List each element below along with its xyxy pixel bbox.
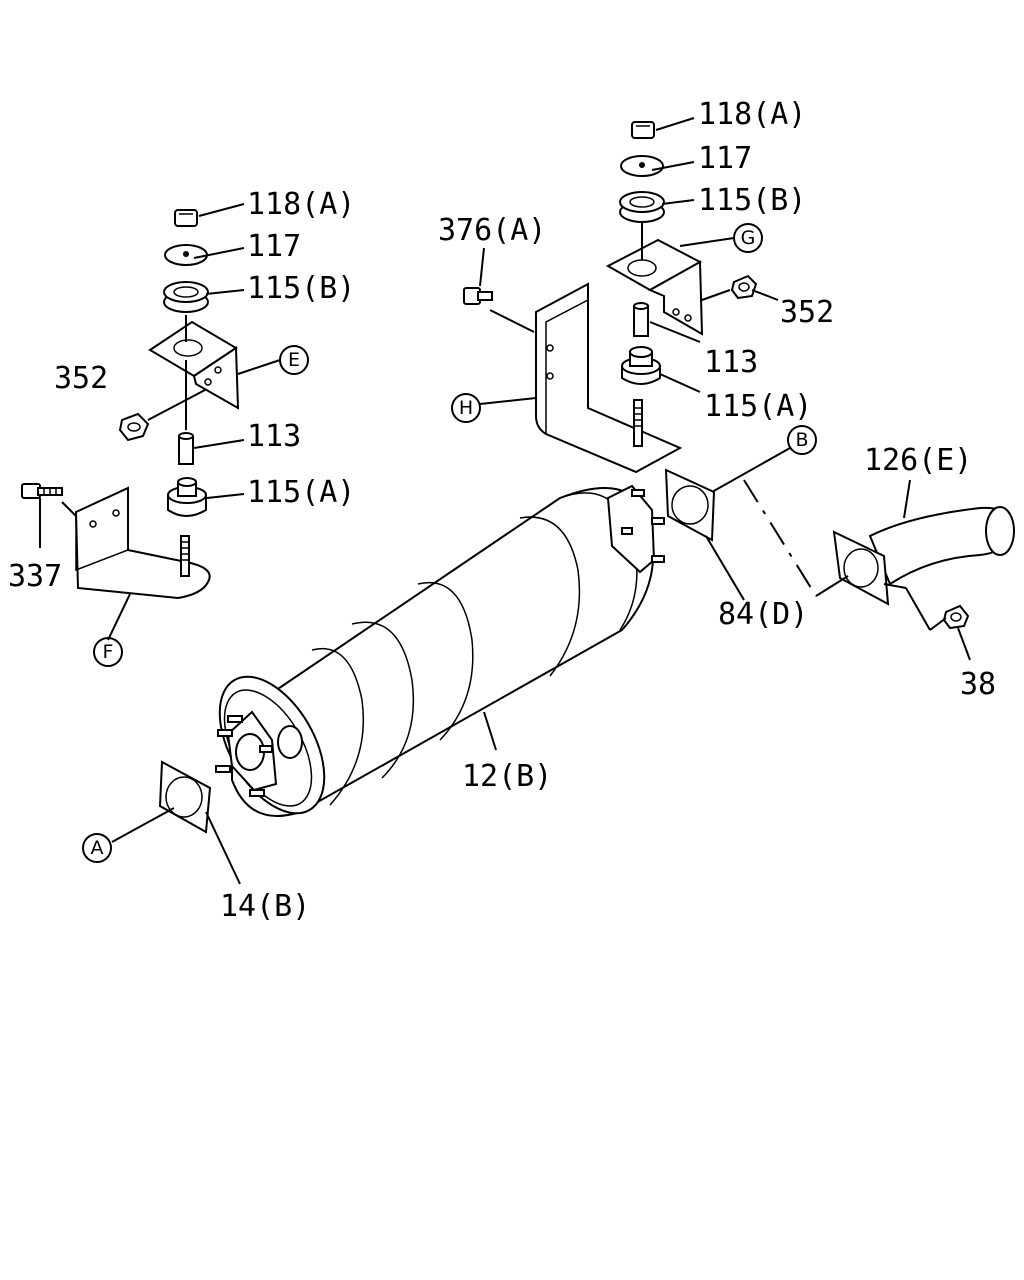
label-118a-right: 118(A)	[698, 97, 806, 132]
label-352-right: 352	[780, 295, 834, 330]
gasket-14b	[158, 760, 212, 834]
label-115b-right: 115(B)	[698, 183, 806, 218]
ref-circle-e: E	[279, 345, 309, 375]
tailpipe-126e	[832, 506, 1015, 606]
svg-text:H: H	[459, 397, 473, 419]
label-84d: 84(D)	[718, 597, 808, 632]
label-115b-left: 115(B)	[247, 271, 355, 306]
bracket-h	[535, 282, 683, 474]
label-337: 337	[8, 559, 62, 594]
label-115a-right: 115(A)	[704, 389, 812, 424]
ref-circle-g: G	[733, 223, 763, 253]
bolt-376a	[463, 287, 493, 305]
nut-118a-right	[631, 121, 655, 139]
left-mount-assembly	[21, 209, 240, 600]
label-38: 38	[960, 667, 996, 702]
label-126e: 126(E)	[864, 443, 972, 478]
ref-circle-b: B	[787, 425, 817, 455]
part-labels: 118(A) 117 115(B) 352 113 115(A) 337 376…	[8, 97, 996, 924]
bracket-f	[74, 486, 211, 600]
svg-text:F: F	[103, 641, 114, 663]
svg-text:E: E	[288, 349, 300, 371]
leader-lines	[107, 117, 971, 885]
rubber-115a-right	[621, 346, 661, 385]
nut-352-right	[730, 274, 758, 300]
rubber-115b-right	[619, 191, 665, 223]
label-115a-left: 115(A)	[247, 475, 355, 510]
ref-circle-h: H	[451, 393, 481, 423]
label-376a: 376(A)	[438, 213, 546, 248]
nut-38	[942, 604, 970, 630]
label-352-left: 352	[54, 361, 108, 396]
label-14b: 14(B)	[220, 889, 310, 924]
ref-circle-a: A	[82, 833, 112, 863]
spacer-113-right	[633, 302, 649, 337]
spacer-113-left	[178, 432, 194, 465]
svg-text:B: B	[795, 429, 808, 451]
svg-text:G: G	[741, 227, 756, 249]
studs-inlet	[621, 489, 665, 563]
rubber-115a-left	[167, 477, 207, 517]
studs-outlet	[215, 715, 273, 797]
nut-118a-left	[174, 209, 198, 227]
muffler-12b	[215, 484, 665, 817]
svg-text:A: A	[91, 837, 104, 859]
label-118a-left: 118(A)	[247, 187, 355, 222]
right-mount-assembly	[463, 121, 758, 474]
reference-circles: E F G H A B	[82, 223, 817, 863]
bracket-g	[605, 238, 704, 336]
label-113-left: 113	[247, 419, 301, 454]
label-12b: 12(B)	[462, 759, 552, 794]
gasket-84d	[664, 468, 716, 542]
bolt-337	[21, 483, 63, 499]
label-117-right: 117	[698, 141, 752, 176]
bracket-e	[148, 320, 240, 410]
ref-circle-f: F	[93, 637, 123, 667]
label-117-left: 117	[247, 229, 301, 264]
label-113-right: 113	[704, 345, 758, 380]
nut-352-left	[118, 412, 150, 442]
rubber-115b-left	[163, 281, 209, 313]
